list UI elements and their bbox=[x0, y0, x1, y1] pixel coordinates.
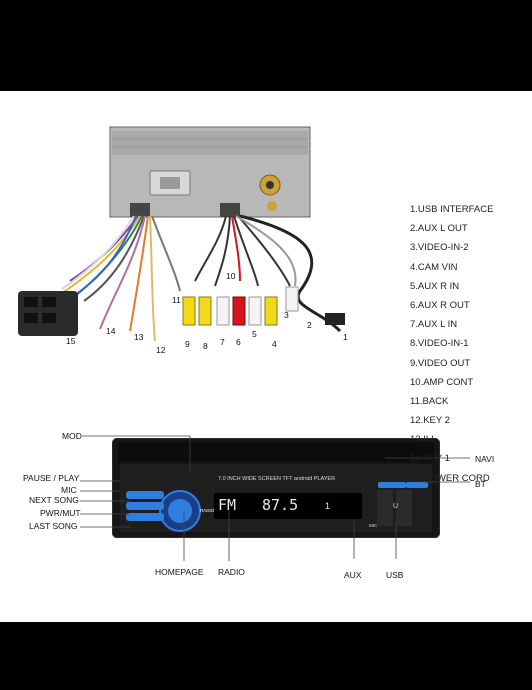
label-last-song: LAST SONG bbox=[29, 521, 78, 531]
label-pause-play: PAUSE / PLAY bbox=[23, 473, 80, 483]
legend-item: 11.BACK bbox=[410, 395, 449, 407]
connector-legend: 1.USB INTERFACE 2.AUX L OUT 3.VIDEO-IN-2… bbox=[410, 200, 493, 488]
device-header: 7.0 INCH WIDE SCREEN TFT android PLAYER bbox=[218, 476, 336, 482]
usb-text: U bbox=[393, 503, 399, 510]
legend-item: 9.VIDEO OUT bbox=[410, 357, 471, 369]
legend-item: 13.ILL bbox=[410, 434, 437, 446]
wiring-diagram bbox=[18, 126, 345, 342]
marker-3: 3 bbox=[284, 310, 289, 320]
knob-text: RADIO bbox=[200, 508, 215, 513]
marker-5: 5 bbox=[252, 329, 257, 339]
label-pwr-mut: PWR/MUT bbox=[40, 508, 81, 518]
legend-item: 2.AUX L OUT bbox=[410, 223, 468, 235]
label-aux: AUX bbox=[344, 570, 362, 580]
marker-10: 10 bbox=[226, 271, 236, 281]
pwr-mut-button[interactable] bbox=[126, 502, 164, 510]
marker-4: 4 bbox=[272, 339, 277, 349]
label-mic: MIC bbox=[61, 485, 77, 495]
marker-8: 8 bbox=[203, 341, 208, 351]
label-next-song: NEXT SONG bbox=[29, 495, 79, 505]
marker-2: 2 bbox=[307, 320, 312, 330]
legend-item: 1.USB INTERFACE bbox=[410, 204, 494, 215]
navi-button[interactable] bbox=[378, 482, 406, 488]
legend-item: 7.AUX L IN bbox=[410, 319, 458, 331]
marker-7: 7 bbox=[220, 337, 225, 347]
label-usb: USB bbox=[386, 570, 404, 580]
label-homepage: HOMEPAGE bbox=[155, 567, 204, 577]
legend-item: 8.VIDEO-IN-1 bbox=[410, 338, 469, 350]
lcd-channel: 1 bbox=[325, 501, 331, 511]
mic-text: MIC bbox=[369, 523, 378, 528]
legend-item: 4.CAM VIN bbox=[410, 261, 458, 273]
lcd-frequency: 87.5 bbox=[262, 496, 299, 514]
bt-button[interactable] bbox=[406, 482, 428, 488]
front-unit bbox=[112, 438, 440, 538]
marker-13: 13 bbox=[134, 332, 144, 342]
next-song-button[interactable] bbox=[126, 491, 164, 499]
last-song-button[interactable] bbox=[126, 513, 164, 521]
marker-14: 14 bbox=[106, 326, 116, 336]
marker-12: 12 bbox=[156, 345, 166, 355]
legend-item: 15.POWER CORD bbox=[410, 472, 490, 484]
marker-15: 15 bbox=[66, 336, 76, 346]
marker-9: 9 bbox=[185, 339, 190, 349]
marker-6: 6 bbox=[236, 337, 241, 347]
marker-11: 11 bbox=[172, 295, 181, 305]
lcd-band: FM bbox=[218, 496, 237, 514]
label-navi: NAVI bbox=[475, 454, 495, 464]
label-bt: BT bbox=[475, 479, 486, 489]
wire-harness bbox=[57, 214, 342, 342]
product-panel: 1 2 3 4 5 6 7 8 9 10 11 12 13 14 15 1.US… bbox=[0, 91, 532, 622]
label-radio: RADIO bbox=[218, 567, 245, 577]
rca-plugs bbox=[182, 286, 345, 326]
label-mod: MOD bbox=[62, 431, 82, 441]
rear-unit bbox=[109, 126, 311, 218]
power-connector bbox=[18, 291, 78, 336]
legend-item: 6.AUX R OUT bbox=[410, 299, 470, 311]
legend-item: 12.KEY 2 bbox=[410, 415, 450, 427]
legend-item: 10.AMP CONT bbox=[410, 376, 474, 388]
marker-1: 1 bbox=[343, 332, 348, 342]
legend-item: 14.KEY 1 bbox=[410, 453, 450, 465]
legend-item: 5.AUX R IN bbox=[410, 280, 460, 292]
legend-item: 3.VIDEO-IN-2 bbox=[410, 242, 469, 254]
